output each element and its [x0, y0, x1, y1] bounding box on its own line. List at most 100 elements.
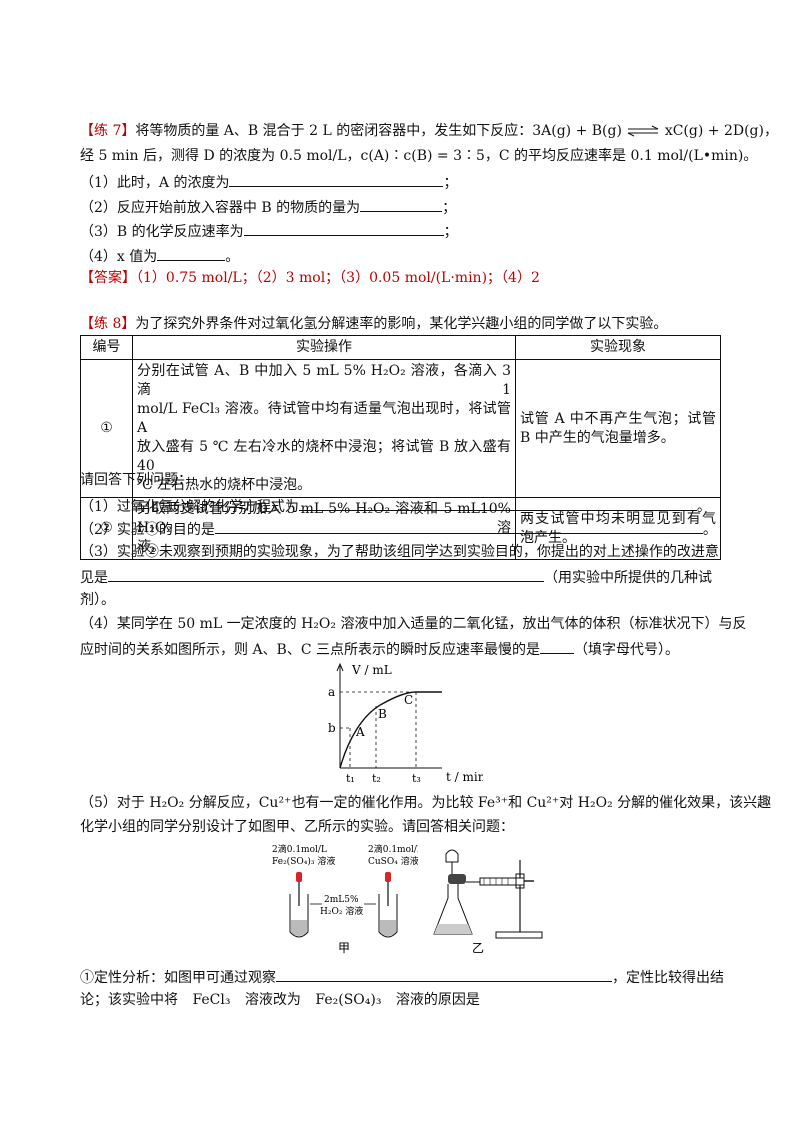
obs-line: 试管 A 中不再产生气泡；试管	[520, 410, 716, 427]
table-header-operation: 实验操作	[132, 335, 516, 360]
yi-stand-base-icon	[495, 931, 543, 939]
q7-sub-3-text: （3）B 的化学反应速率为	[80, 224, 244, 240]
point-C-label: C	[404, 693, 413, 707]
q7-sub-1-text: （1）此时，A 的浓度为	[80, 175, 230, 191]
q8-sub-3-post: （用实验中所提供的几种试	[544, 570, 712, 586]
q8-sub-3-line-3: 剂）。	[80, 592, 115, 608]
figure-jia: 2滴0.1mol/L Fe₂(SO₄)₃ 溶液 2滴0.1mol/L CuSO₄…	[272, 843, 418, 955]
yi-funnel-icon	[445, 849, 459, 863]
q7-sub-1: （1）此时，A 的浓度为 ；	[80, 171, 720, 193]
q8-sub-1-end: 。	[696, 499, 711, 515]
q7-answer-text: （1）0.75 mol/L；（2）3 mol；（3）0.05 mol/(L·mi…	[136, 270, 540, 286]
q8-answer-blank-4[interactable]	[540, 638, 575, 654]
jia-left-dropper-bulb-icon	[296, 872, 302, 882]
op-line: 分别在试管 A、B 中加入 5 mL 5% H₂O₂ 溶液，各滴入 3 滴 1	[137, 363, 511, 398]
q8-sub-3-pre: 见是	[80, 570, 108, 586]
q8-sub-3-line-2: 见是 （用实验中所提供的几种试	[80, 566, 720, 588]
q8-sub-3-line-1: （3）实验②未观察到预期的实验现象，为了帮助该组同学达到实验目的，你提出的对上述…	[80, 544, 719, 560]
table-header-observation: 实验现象	[515, 335, 721, 360]
q8-sub-4-pre: 应时间的关系如图所示，则 A、B、C 三点所表示的瞬时反应速率最慢的是	[80, 642, 541, 658]
y-axis-arrow-icon	[336, 662, 344, 672]
q8-answer-blank-5[interactable]	[276, 966, 612, 982]
q7-sub-1-end: ；	[443, 175, 458, 191]
q7-stem-line-1: 【练 7】将等物质的量 A、B 混合于 2 L 的密闭容器中，发生如下反应：3A…	[80, 121, 778, 141]
q7-sub-4-end: 。	[225, 249, 240, 265]
q8-sub-5-line-2: 化学小组的同学分别设计了如图甲、乙所示的实验。请回答相关问题：	[80, 819, 514, 835]
q8-tag: 【练 8】	[80, 316, 136, 332]
jia-right-liquid-icon	[380, 920, 396, 936]
q7-sub-2-end: ；	[442, 200, 457, 216]
table-header-id: 编号	[80, 335, 133, 360]
table-row: ② 另取两支试管分别加入 5 mL 5% H₂O₂ 溶液和 5 mL10% H₂…	[80, 497, 721, 560]
jia-left-liquid-icon	[291, 920, 307, 936]
point-B-label: B	[378, 707, 387, 721]
table-cell-id: ②	[80, 497, 133, 560]
q7-sub-4-text: （4）x 值为	[80, 249, 158, 265]
q7-stem-b: xC(g) + 2D(g)，	[664, 123, 778, 139]
q8-prompt: 请回答下列问题：	[80, 472, 192, 488]
q8-sub-5-2: 论；该实验中将 FeCl₃ 溶液改为 Fe₂(SO₄)₃ 溶液的原因是	[80, 992, 480, 1008]
op-line: ℃ 左右热水的烧杯中浸泡。	[137, 477, 312, 493]
q7-answer-blank-1[interactable]	[229, 171, 444, 187]
jia-left-label-1: 2滴0.1mol/L	[272, 843, 327, 855]
yi-stopper-icon	[448, 874, 466, 884]
op-line: 另取两支试管分别加入 5 mL 5% H₂O₂ 溶液和 5 mL10% H₂O₂…	[137, 501, 511, 536]
jia-right-label-1: 2滴0.1mol/L	[368, 843, 418, 855]
jia-right-label-2: CuSO₄ 溶液	[368, 855, 418, 867]
op-line: mol/L FeCl₃ 溶液。待试管中均有适量气泡出现时，将试管 A	[137, 401, 511, 436]
jia-left-tube-icon	[289, 894, 309, 938]
yi-caption: 乙	[472, 941, 484, 955]
op-line: 液。	[137, 539, 165, 555]
volume-curve	[339, 691, 442, 769]
table-cell-operation: 另取两支试管分别加入 5 mL 5% H₂O₂ 溶液和 5 mL10% H₂O₂…	[132, 497, 516, 560]
yi-clamp-icon	[515, 873, 525, 889]
q8-sub-2-end: 。	[702, 522, 717, 538]
q8-answer-blank-3[interactable]	[108, 566, 544, 582]
q7-answer-tag: 【答案】	[80, 270, 136, 286]
q7-stem-line-2: 经 5 min 后，测得 D 的浓度为 0.5 mol/L，c(A)∶c(B) …	[80, 148, 758, 164]
q7-sub-3: （3）B 的化学反应速率为 ；	[80, 220, 720, 242]
q8-sub-5-1: ①定性分析：如图甲可通过观察，定性比较得出结	[80, 966, 724, 988]
q8-sub-4-line-1: （4）某同学在 50 mL 一定浓度的 H₂O₂ 溶液中加入适量的二氧化锰，放出…	[80, 616, 747, 632]
y-axis-label: V / mL	[351, 663, 392, 677]
q8-answer-blank-1[interactable]	[298, 495, 697, 511]
jia-mid-label-1: 2mL5%	[324, 895, 359, 905]
q7-stem-a: 将等物质的量 A、B 混合于 2 L 的密闭容器中，发生如下反应：3A(g) +…	[135, 123, 622, 139]
q7-tag: 【练 7】	[80, 123, 136, 139]
q8-sub-5-1-post: ，定性比较得出结	[612, 970, 724, 986]
q8-sub-2: （2）实验①的目的是。	[80, 518, 720, 540]
q8-sub-4-post: （填字母代号）。	[574, 642, 680, 658]
q7-sub-2: （2）反应开始前放入容器中 B 的物质的量为 ；	[80, 196, 720, 218]
q7-answer-blank-3[interactable]	[243, 220, 444, 236]
y-tick-b: b	[328, 721, 336, 735]
q7-answer-line: 【答案】（1）0.75 mol/L；（2）3 mol；（3）0.05 mol/(…	[80, 268, 720, 288]
q7-sub-3-end: ；	[443, 224, 458, 240]
q7-answer-blank-4[interactable]	[157, 245, 226, 261]
table-cell-observation: 试管 A 中不再产生气泡；试管 B 中产生的气泡量增多。	[515, 359, 721, 498]
x-tick-t1: t₁	[346, 772, 355, 785]
q8-sub-5-line-1: （5）对于 H₂O₂ 分解反应，Cu²⁺也有一定的催化作用。为比较 Fe³⁺和 …	[80, 795, 772, 811]
obs-line: 两支试管中均未明显见到有气	[520, 510, 716, 527]
point-A-label: A	[355, 725, 365, 739]
jia-mid-label-2: H₂O₂ 溶液	[320, 905, 363, 917]
q7-answer-blank-2[interactable]	[360, 196, 443, 212]
q7-sub-2-text: （2）反应开始前放入容器中 B 的物质的量为	[80, 200, 361, 216]
x-tick-t2: t₂	[372, 772, 381, 785]
obs-line: B 中产生的气泡量增多。	[520, 429, 675, 446]
jia-caption: 甲	[338, 941, 350, 955]
jia-right-dropper-bulb-icon	[385, 872, 391, 882]
yi-flask-liquid-icon	[434, 924, 472, 934]
x-axis-label: t / min	[446, 770, 483, 784]
q8-answer-blank-2[interactable]	[214, 518, 703, 534]
q8-stem-text: 为了探究外界条件对过氧化氢分解速率的影响，某化学兴趣小组的同学做了以下实验。	[135, 316, 668, 332]
q8-sub-1-text: （1）过氧化氢分解的化学方程式为	[80, 499, 299, 515]
experiment-table: 编号 实验操作 实验现象 ① 分别在试管 A、B 中加入 5 mL 5% H₂O…	[80, 335, 721, 560]
x-tick-t3: t₃	[412, 772, 421, 785]
q7-sub-4: （4）x 值为 。	[80, 245, 720, 267]
figure-yi: 乙	[433, 849, 543, 955]
q8-sub-4-line-2: 应时间的关系如图所示，则 A、B、C 三点所表示的瞬时反应速率最慢的是 （填字母代…	[80, 638, 720, 660]
jia-right-tube-icon	[378, 894, 398, 938]
jia-left-label-2: Fe₂(SO₄)₃ 溶液	[272, 855, 335, 867]
op-line: 放入盛有 5 ℃ 左右冷水的烧杯中浸泡；将试管 B 放入盛有 40	[137, 439, 511, 474]
